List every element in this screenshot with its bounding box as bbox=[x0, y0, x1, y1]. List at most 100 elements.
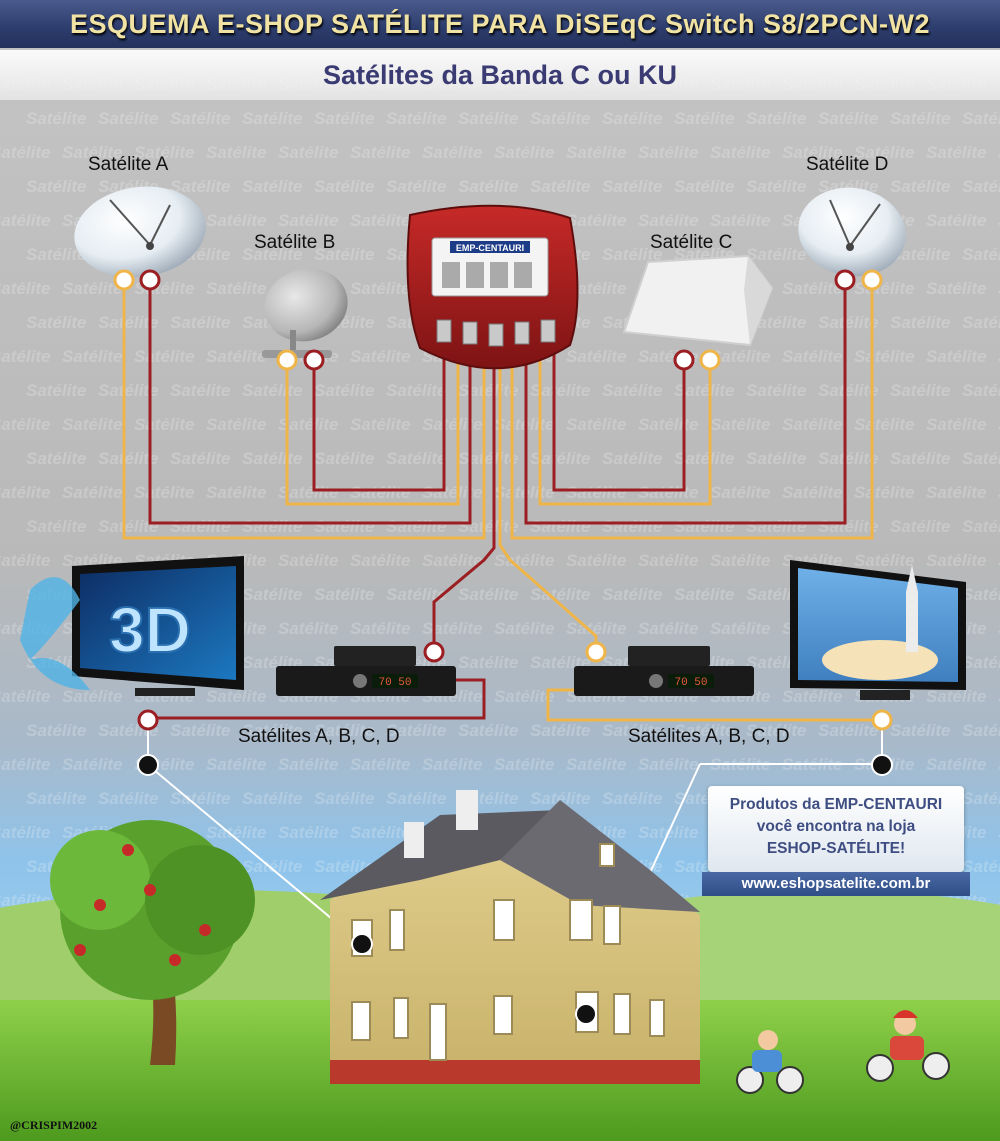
watermark-text: Satélite bbox=[458, 585, 518, 604]
watermark-text: Satélite bbox=[782, 687, 842, 706]
watermark-text: Satélite bbox=[746, 109, 806, 128]
watermark-text: Satélite bbox=[782, 347, 842, 366]
promo-line2: você encontra na loja bbox=[756, 818, 916, 835]
watermark-text: Satélite bbox=[566, 483, 626, 502]
watermark-text: Satélite bbox=[602, 789, 662, 808]
watermark-text: Satélite bbox=[278, 551, 338, 570]
watermark-text: Satélite bbox=[998, 755, 1000, 774]
watermark-text: Satélite bbox=[890, 245, 950, 264]
watermark-text: Satélite bbox=[710, 483, 770, 502]
receiver-right: 70 50 bbox=[574, 646, 754, 696]
connector-sat-d-y bbox=[861, 269, 883, 291]
watermark-text: Satélite bbox=[0, 483, 50, 502]
watermark-text: Satélite bbox=[890, 177, 950, 196]
watermark-text: Satélite bbox=[242, 245, 302, 264]
watermark-text: Satélite bbox=[962, 653, 1000, 672]
watermark-text: Satélite bbox=[566, 279, 626, 298]
watermark-text: Satélite bbox=[458, 109, 518, 128]
watermark-text: Satélite bbox=[242, 789, 302, 808]
watermark-text: Satélite bbox=[62, 483, 122, 502]
watermark-text: Satélite bbox=[386, 721, 446, 740]
watermark-text: Satélite bbox=[0, 347, 50, 366]
watermark-text: Satélite bbox=[962, 789, 1000, 808]
watermark-text: Satélite bbox=[746, 177, 806, 196]
watermark-text: Satélite bbox=[998, 551, 1000, 570]
watermark-text: Satélite bbox=[206, 687, 266, 706]
watermark-text: Satélite bbox=[26, 721, 86, 740]
watermark-text: Satélite bbox=[350, 755, 410, 774]
watermark-text: Satélite bbox=[242, 585, 302, 604]
cable-rx-left-tv bbox=[148, 678, 486, 720]
connector-rx-left bbox=[423, 641, 445, 663]
connector-tv-left bbox=[137, 709, 159, 731]
watermark-text: Satélite bbox=[962, 721, 1000, 740]
watermark-text: Satélite bbox=[26, 245, 86, 264]
watermark-text: Satélite bbox=[242, 857, 302, 876]
watermark-text: Satélite bbox=[998, 483, 1000, 502]
watermark-text: Satélite bbox=[602, 381, 662, 400]
watermark-text: Satélite bbox=[602, 721, 662, 740]
watermark-text: Satélite bbox=[530, 789, 590, 808]
watermark-text: Satélite bbox=[314, 449, 374, 468]
watermark-text: Satélite bbox=[746, 245, 806, 264]
watermark-text: Satélite bbox=[26, 313, 86, 332]
watermark-text: Satélite bbox=[26, 177, 86, 196]
watermark-text: Satélite bbox=[386, 109, 446, 128]
connector-sat-c-y bbox=[699, 349, 721, 371]
watermark-text: Satélite bbox=[530, 721, 590, 740]
watermark-text: Satélite bbox=[674, 585, 734, 604]
watermark-text: Satélite bbox=[242, 177, 302, 196]
watermark-text: Satélite bbox=[206, 755, 266, 774]
point-house-left bbox=[351, 933, 373, 955]
cable-sat-b-y bbox=[285, 340, 460, 506]
watermark-text: Satélite bbox=[422, 483, 482, 502]
watermark-text: Satélite bbox=[854, 483, 914, 502]
page-subtitle: Satélites da Banda C ou KU bbox=[0, 50, 1000, 100]
cables-yellow bbox=[122, 280, 882, 722]
watermark-text: Satélite bbox=[0, 551, 50, 570]
watermark-text: Satélite bbox=[926, 143, 986, 162]
watermark-text: Satélite bbox=[926, 687, 986, 706]
watermark-text: Satélite bbox=[350, 823, 410, 842]
watermark-text: Satélite bbox=[170, 313, 230, 332]
watermark-text: Satélite bbox=[638, 755, 698, 774]
watermark-text: Satélite bbox=[98, 313, 158, 332]
watermark-text: Satélite bbox=[926, 347, 986, 366]
watermark-text: Satélite bbox=[998, 211, 1000, 230]
watermark-text: Satélite bbox=[494, 551, 554, 570]
watermark-text: Satélite bbox=[854, 551, 914, 570]
watermark-text: Satélite bbox=[566, 211, 626, 230]
watermark-text: Satélite bbox=[854, 415, 914, 434]
watermark-text: Satélite bbox=[818, 449, 878, 468]
label-satellite-b: Satélite B bbox=[254, 232, 336, 253]
watermark-text: Satélite bbox=[566, 551, 626, 570]
watermark-text: Satélite bbox=[566, 347, 626, 366]
watermark-text: Satélite bbox=[278, 415, 338, 434]
watermark-text: Satélite bbox=[962, 177, 1000, 196]
watermark-text: Satélite bbox=[206, 823, 266, 842]
flat-antenna-sat-c bbox=[622, 254, 774, 347]
promo-line3: ESHOP-SATÉLITE! bbox=[766, 840, 906, 857]
watermark-text: Satélite bbox=[494, 687, 554, 706]
watermark-text: Satélite bbox=[0, 823, 50, 842]
watermark-text: Satélite bbox=[746, 381, 806, 400]
receiver-right-display: 70 50 bbox=[674, 677, 707, 689]
promo-url[interactable]: www.eshopsatelite.com.br bbox=[702, 872, 970, 896]
watermark-text: Satélite bbox=[782, 143, 842, 162]
watermark-text: Satélite bbox=[926, 211, 986, 230]
watermark-text: Satélite bbox=[890, 517, 950, 536]
watermark-text: Satélite bbox=[962, 585, 1000, 604]
receiver-left: 70 50 bbox=[276, 646, 456, 696]
connector-sat-b-r bbox=[303, 349, 325, 371]
watermark-text: Satélite bbox=[458, 721, 518, 740]
page-title: ESQUEMA E-SHOP SATÉLITE PARA DiSEqC Swit… bbox=[69, 9, 931, 39]
watermark-text: Satélite bbox=[422, 619, 482, 638]
watermark-text: Satélite bbox=[566, 755, 626, 774]
watermark-text: Satélite bbox=[674, 109, 734, 128]
connector-sat-a-r bbox=[139, 269, 161, 291]
watermark-text: Satélite bbox=[278, 823, 338, 842]
watermark-text: Satélite bbox=[314, 721, 374, 740]
watermark-text: Satélite bbox=[206, 211, 266, 230]
watermark-text: Satélite bbox=[782, 279, 842, 298]
